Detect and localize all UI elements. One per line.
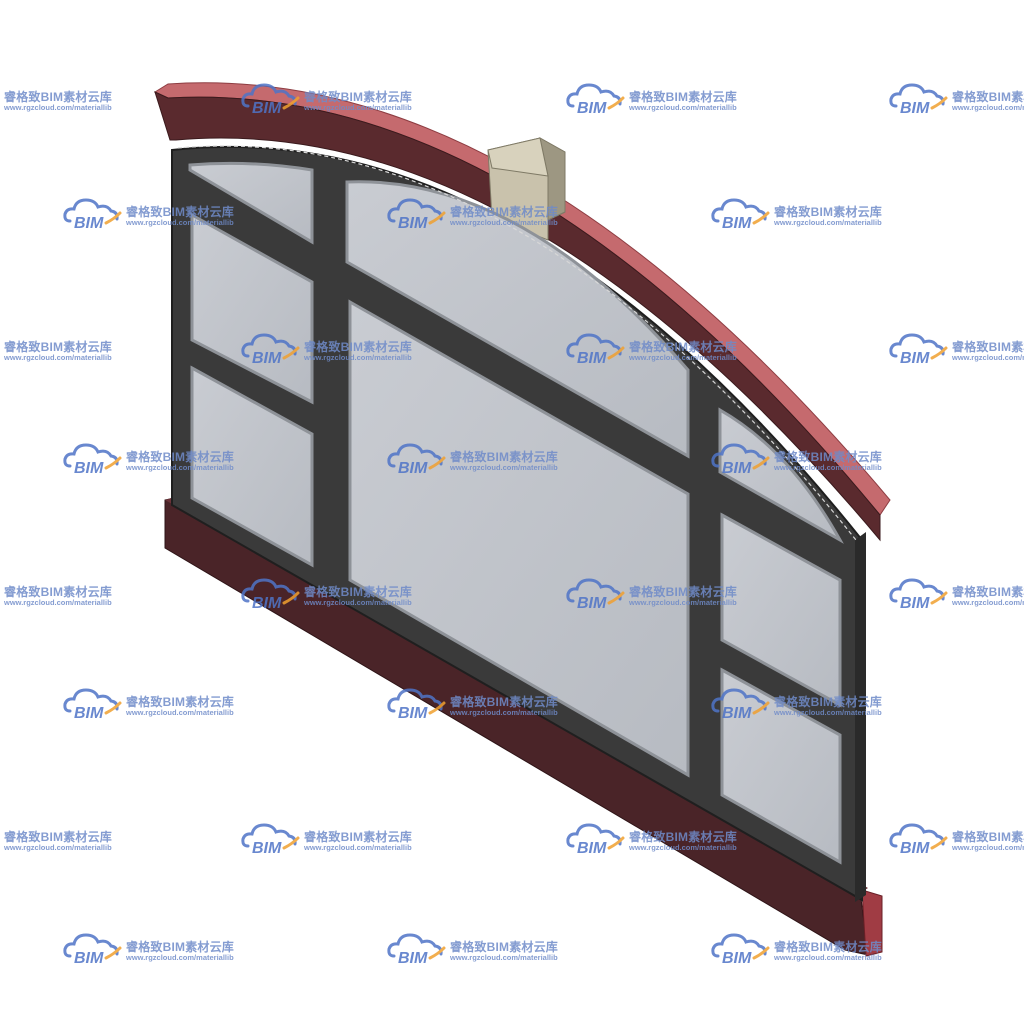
glass-pane [720,667,842,865]
glass-pane [188,161,314,245]
keystone [487,137,566,241]
sill-end-cap [861,889,883,957]
glass-panes [188,161,844,865]
glass-pane [345,180,690,459]
glass-pane [720,512,842,708]
glass-pane [348,299,690,778]
window-frame-side [855,532,866,902]
glass-pane [190,365,314,568]
arch-trim [153,82,891,542]
arch-trim-face [154,91,881,542]
glass-pane [718,407,844,544]
arch-seam [177,145,857,541]
